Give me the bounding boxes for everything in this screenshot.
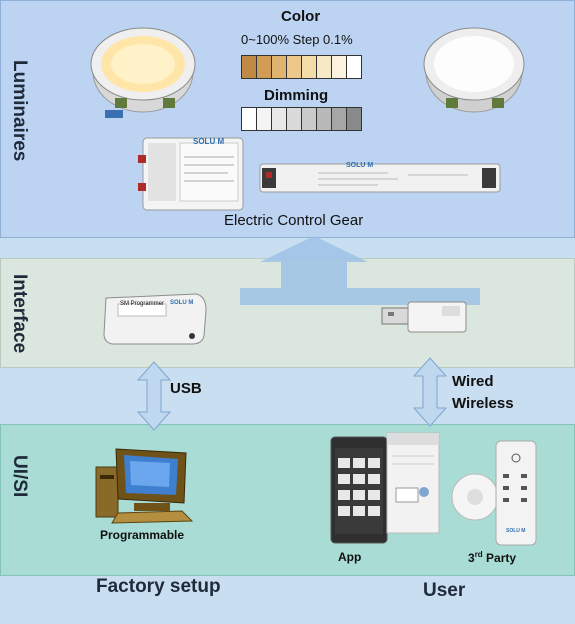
dimming-swatch <box>242 108 257 130</box>
dimming-swatch <box>317 108 332 130</box>
color-swatch <box>272 56 287 78</box>
app-label: App <box>338 550 362 564</box>
color-title: Color <box>281 8 321 25</box>
control-gear-box-image <box>138 137 244 211</box>
color-swatch <box>347 56 361 78</box>
dimming-swatch <box>287 108 302 130</box>
color-range: 0~100% Step 0.1% <box>241 32 353 47</box>
dimming-swatch <box>347 108 361 130</box>
dimming-swatch <box>332 108 347 130</box>
round-sensor-image <box>451 473 499 521</box>
programmer-brand-logo: SOLU M <box>170 300 194 306</box>
user-label: User <box>423 580 466 601</box>
gear-brand-logo: SOLU M <box>193 137 225 146</box>
color-swatch <box>302 56 317 78</box>
warm-downlight-image <box>90 27 196 118</box>
wall-control-panel-image <box>495 440 537 546</box>
factory-setup-label: Factory setup <box>96 576 221 597</box>
gear-caption: Electric Control Gear <box>224 212 364 229</box>
color-swatch <box>287 56 302 78</box>
dimming-swatch <box>272 108 287 130</box>
dimming-swatch <box>257 108 272 130</box>
usb-double-arrow <box>136 361 172 431</box>
color-swatch <box>317 56 332 78</box>
third-party-label: 3rd Party <box>468 550 517 565</box>
usb-dongle-image <box>381 301 467 333</box>
dimming-swatch <box>302 108 317 130</box>
programmer-label: SM Programmer <box>120 301 165 307</box>
app-settings-screen-image <box>386 432 440 534</box>
phone-app-image <box>330 436 388 544</box>
color-swatch <box>242 56 257 78</box>
color-swatch-bar <box>241 55 362 79</box>
dimming-title: Dimming <box>264 87 329 104</box>
programmable-label: Programmable <box>100 528 185 542</box>
usb-label: USB <box>170 380 202 397</box>
wired-label: Wired <box>452 373 494 390</box>
cool-downlight-image <box>423 27 525 113</box>
linear-driver-image <box>259 163 501 193</box>
sm-programmer-image <box>103 293 207 345</box>
footer-band <box>0 576 575 624</box>
driver-brand-logo: SOLU M <box>346 162 374 169</box>
color-swatch <box>332 56 347 78</box>
wireless-label: Wireless <box>452 395 514 412</box>
computer-icon <box>95 448 194 524</box>
wired-wireless-double-arrow <box>412 357 448 427</box>
dimming-swatch-bar <box>241 107 362 131</box>
color-swatch <box>257 56 272 78</box>
panel-brand-logo: SOLU M <box>506 528 526 534</box>
